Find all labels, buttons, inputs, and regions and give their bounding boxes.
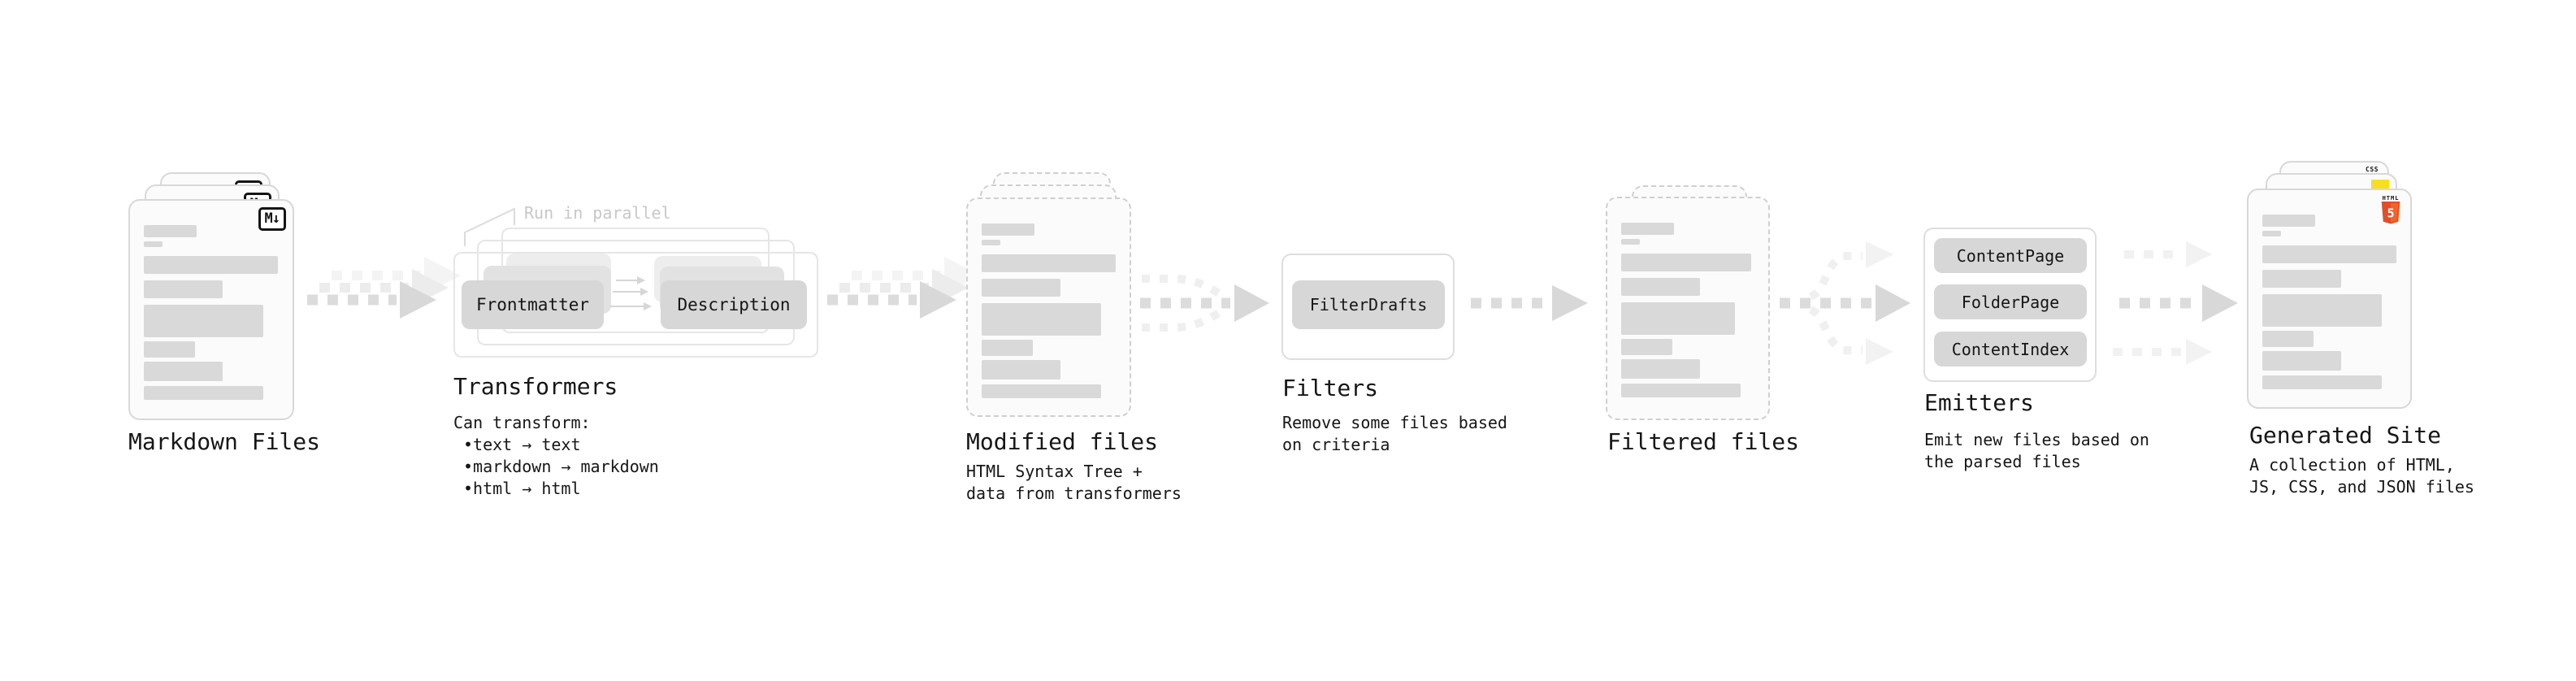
html5-shield-icon: 5 (2381, 202, 2400, 224)
bullet-item: html → html (453, 478, 659, 500)
transformer-box-frontmatter: Frontmatter (462, 280, 604, 329)
svg-text:5: 5 (2387, 206, 2394, 220)
transformers-label: Transformers (453, 373, 618, 400)
run-in-parallel-annotation: Run in parallel (524, 203, 671, 223)
flow-arrow-multi-icon (307, 257, 461, 319)
generated-file-card-html: HTML 5 (2247, 189, 2412, 409)
bullet-item: markdown → markdown (453, 456, 659, 478)
html5-icon-label: HTML (2382, 195, 2400, 202)
filtered-file-card-front (1606, 197, 1770, 420)
transformer-box-description: Description (661, 280, 807, 329)
file-text-placeholder (2262, 215, 2396, 389)
modified-files-note: HTML Syntax Tree + data from transformer… (966, 462, 1182, 503)
annotation-leader-line (464, 207, 515, 246)
filtered-files-label: Filtered files (1607, 428, 1800, 455)
markdown-file-card-front: M↓ (128, 199, 294, 420)
flow-arrow-merge-icon (1140, 275, 1269, 332)
css-icon-label: CSS (2366, 166, 2379, 173)
flow-arrow-split-icon (1780, 241, 1910, 365)
emitters-note: Emit new files based on the parsed files (1924, 430, 2149, 471)
html5-icon: HTML 5 (2379, 195, 2403, 228)
markdown-files-label: Markdown Files (128, 428, 321, 455)
filter-box-filterdrafts: FilterDrafts (1292, 280, 1445, 329)
generated-site-note: A collection of HTML, JS, CSS, and JSON … (2249, 455, 2474, 497)
emitters-label: Emitters (1924, 389, 2034, 416)
flow-arrow-triple-icon (2113, 241, 2238, 365)
modified-file-card-front (966, 197, 1131, 417)
emitter-box-contentindex: ContentIndex (1934, 332, 2087, 367)
emitter-box-contentpage: ContentPage (1934, 238, 2087, 273)
generated-site-label: Generated Site (2249, 422, 2442, 449)
markdown-icon: M↓ (258, 207, 286, 231)
emitter-box-folderpage: FolderPage (1934, 284, 2087, 319)
transformers-note-title: Can transform: (453, 413, 591, 432)
file-text-placeholder (1621, 223, 1751, 397)
file-text-placeholder (982, 223, 1116, 398)
flow-arrow-icon (1471, 285, 1588, 321)
transformer-container-front (453, 252, 818, 358)
flow-arrow-multi-icon (827, 257, 981, 319)
parallel-arrows-icon (609, 276, 652, 310)
filters-label: Filters (1282, 375, 1379, 401)
transformers-note-bullets: text → text markdown → markdown html → h… (453, 434, 659, 500)
modified-files-label: Modified files (966, 428, 1159, 455)
filters-note: Remove some files based on criteria (1282, 413, 1507, 454)
bullet-item: text → text (453, 434, 659, 456)
file-text-placeholder (144, 225, 278, 400)
